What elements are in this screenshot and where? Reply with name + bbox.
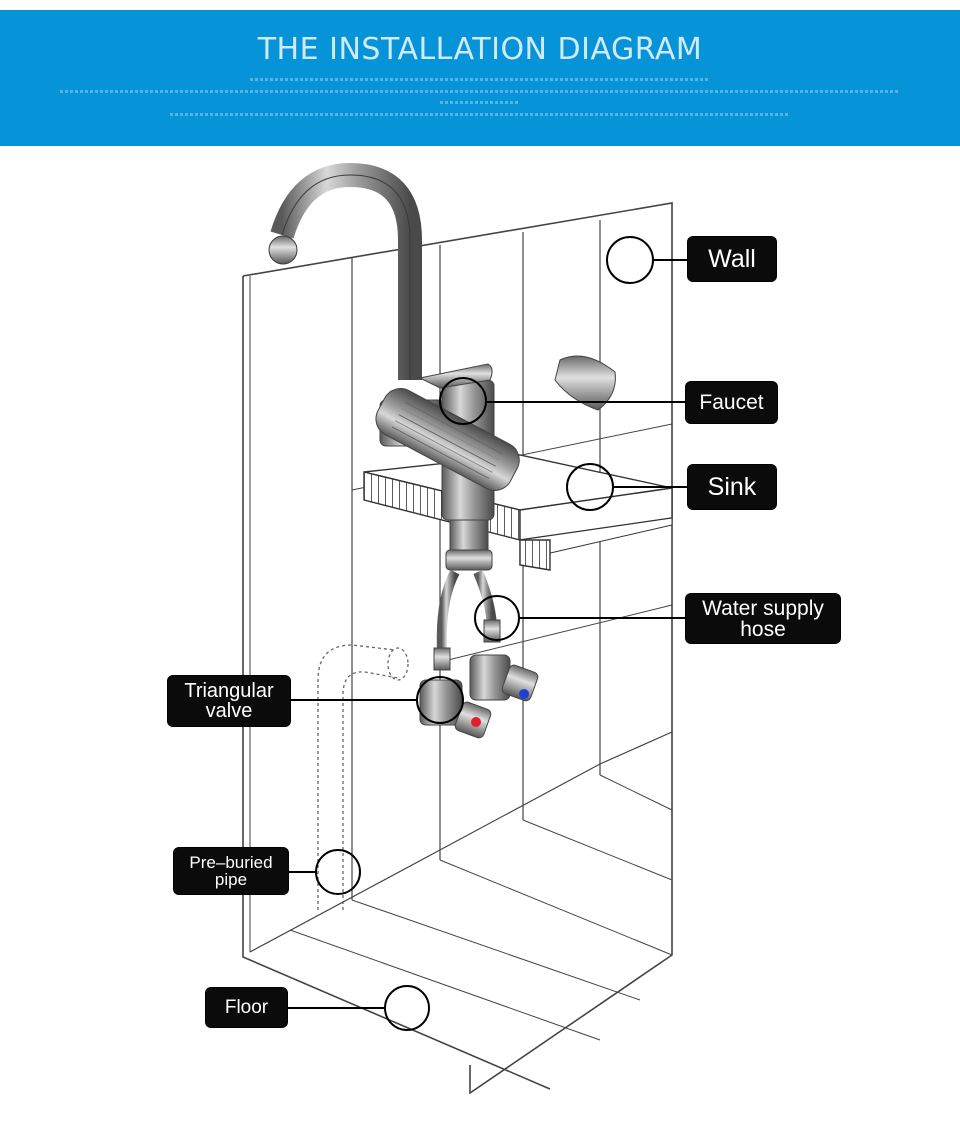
pre-buried-pipe	[317, 644, 409, 910]
water-supply-hoses	[433, 569, 501, 671]
faucet-label-text: Faucet	[699, 391, 764, 414]
wall-label-text: Wall	[708, 244, 756, 273]
banner-fine-print	[60, 90, 900, 93]
triangular-valves	[419, 654, 539, 739]
callouts	[287, 236, 688, 1031]
faucet-illustration	[268, 162, 616, 571]
wall-outline	[242, 202, 673, 1095]
header-banner: THE INSTALLATION DIAGRAM	[0, 10, 960, 146]
floor-label-text: Floor	[224, 997, 269, 1018]
sink-label-text: Sink	[707, 472, 757, 501]
triangular-valve-label-line2: valve	[205, 700, 253, 722]
pre-buried-pipe-label-line2: pipe	[214, 870, 248, 889]
water-supply-hose-label: Water supply hose	[686, 594, 840, 643]
pre-buried-pipe-label: Pre–buried pipe	[174, 848, 288, 894]
wall-label: Wall	[688, 237, 776, 281]
pre-buried-pipe-label-line1: Pre–buried	[189, 853, 273, 872]
sink-label: Sink	[688, 465, 776, 509]
cold-marker-icon	[519, 689, 529, 699]
banner-fine-print	[250, 78, 710, 81]
wall-callout-icon	[606, 236, 654, 284]
banner-fine-print	[440, 101, 520, 104]
cold-valve	[469, 654, 539, 702]
hot-marker-icon	[471, 717, 481, 727]
banner-fine-print	[170, 113, 790, 116]
water-supply-hose-label-line1: Water supply	[702, 596, 824, 620]
floor-callout-icon	[384, 985, 430, 1031]
triangular-valve-label-line1: Triangular	[184, 680, 274, 702]
hot-valve	[419, 679, 492, 739]
pipe-callout-icon	[315, 849, 361, 895]
sink-slab	[363, 454, 673, 571]
triangular-valve-label: Triangular valve	[168, 676, 290, 726]
page-title: THE INSTALLATION DIAGRAM	[257, 32, 703, 67]
faucet-label: Faucet	[686, 382, 777, 423]
floor-label: Floor	[206, 988, 287, 1027]
water-supply-hose-label-line2: hose	[740, 617, 786, 641]
